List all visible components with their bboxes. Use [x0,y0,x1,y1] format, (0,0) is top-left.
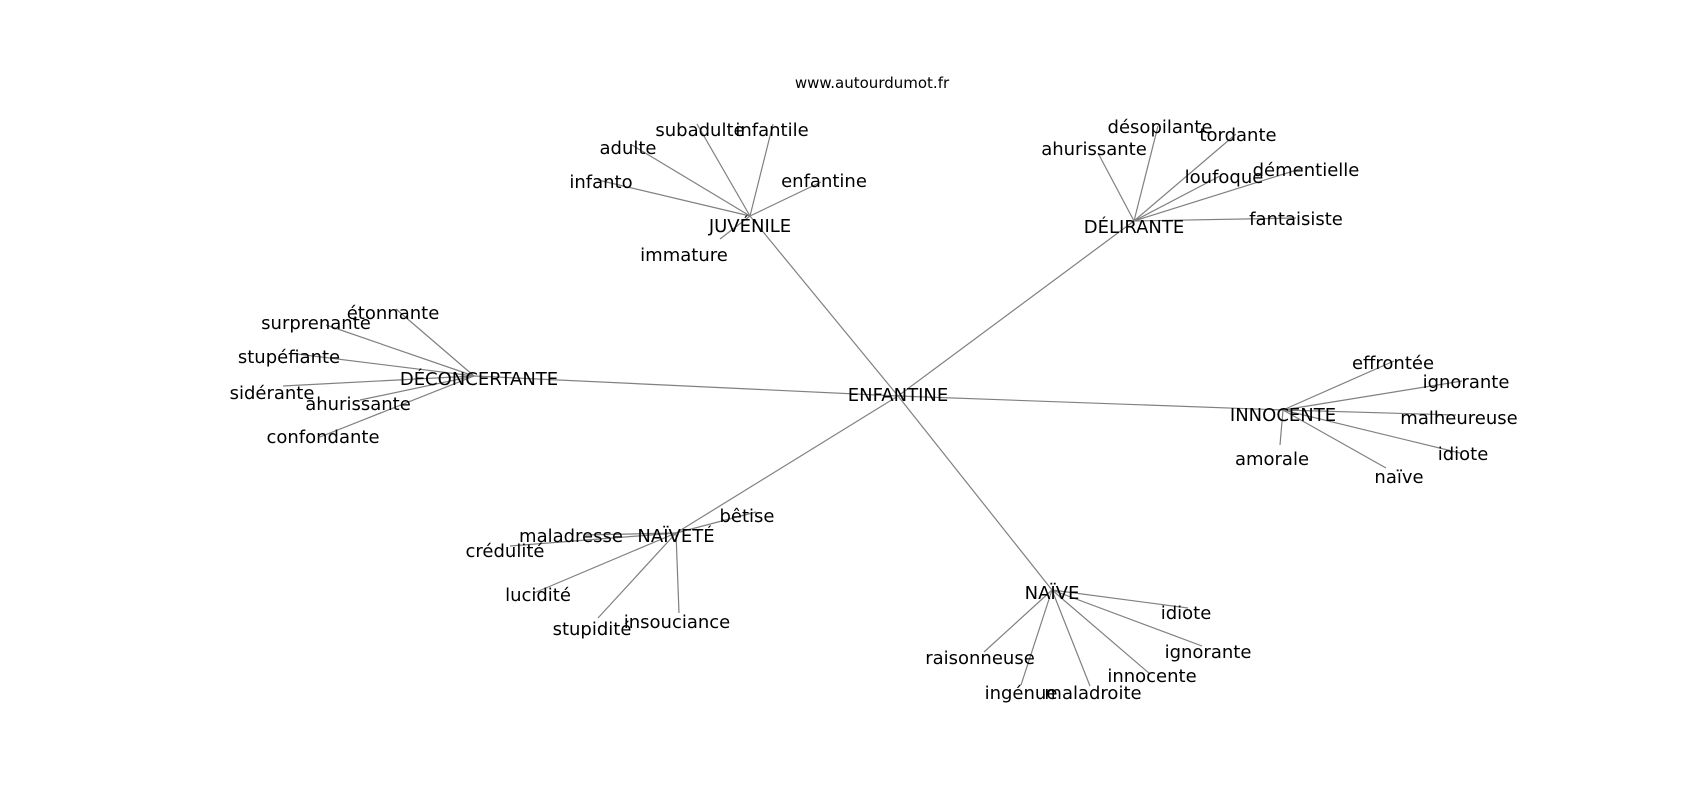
edge-hub-to-word [675,532,680,614]
edge-hub-to-word [983,589,1053,653]
edge-hub-to-word [509,532,677,547]
word-node-label: crédulité [466,541,545,562]
word-node-label: fantaisiste [1249,209,1343,230]
center-node-label: ENFANTINE [848,385,948,406]
word-node-label: ahurissante [305,394,411,415]
edge-center-to-hub [749,215,899,397]
edge-hub-to-word [749,123,774,217]
edge-hub-to-word [325,324,475,377]
word-node-label: effrontée [1352,353,1434,374]
edge-center-to-hub [897,395,1284,411]
word-node-label: maladresse [519,526,623,547]
edge-hub-to-word [1282,409,1387,469]
word-node-label: insouciance [624,612,731,633]
edge-hub-to-word [1051,589,1203,647]
edge-hub-to-word [583,532,677,536]
edge-hub-to-word [319,375,475,438]
edge-hub-to-word [1097,152,1135,222]
word-node-label: malheureuse [1400,408,1517,429]
edge-center-to-hub [473,375,899,397]
hub-node-label: NAÏVE [1025,583,1080,604]
word-node-label: démentielle [1253,160,1360,181]
hub-node-label: NAÏVETÉ [637,525,714,547]
word-node-label: stupidité [553,619,632,640]
word-node-label: amorale [1235,449,1309,470]
edge-hub-to-word [696,123,751,217]
word-node-label: confondante [266,427,379,448]
hub-node-label: JUVÉNILE [708,215,791,237]
hub-node-label: DÉLIRANTE [1084,216,1185,238]
edge-hub-to-word [1133,125,1159,222]
edge-center-to-hub [897,395,1053,591]
word-node-label: ignorante [1423,372,1510,393]
word-node-label: désopilante [1108,117,1213,138]
edge-hub-to-word [1020,589,1053,686]
edge-hub-to-word [749,181,822,217]
word-node-label: stupéfiante [238,347,340,368]
edge-hub-to-word [675,511,757,534]
edge-hub-to-word [1279,409,1284,446]
word-node-label: idiote [1161,603,1212,624]
edge-hub-to-word [1282,360,1395,411]
edge-hub-to-word [1133,217,1297,222]
word-node-label: infantile [735,120,808,141]
word-node-label: naïve [1374,467,1423,488]
word-node-label: ignorante [1165,642,1252,663]
word-node-label: ahurissante [1041,139,1147,160]
word-node-label: étonnante [347,303,440,324]
word-node-label: adulte [600,138,657,159]
hub-node-label: DÉCONCERTANTE [400,368,558,390]
edge-hub-to-word [597,179,751,217]
word-node-label: loufoque [1185,167,1264,188]
edge-hub-to-word [1133,167,1304,222]
edge-hub-to-word [1133,175,1221,222]
edge-hub-to-word [1282,380,1463,411]
word-node-label: maladroite [1044,683,1141,704]
word-node-label: subadulte [655,120,744,141]
word-node-label: raisonneuse [925,648,1035,669]
edge-hub-to-word [719,215,751,240]
edge-hub-to-word [1051,589,1091,687]
edge-hub-to-word [1133,133,1237,222]
edge-center-to-hub [675,395,899,534]
hub-node-label: INNOCENTE [1230,405,1336,426]
edge-hub-to-word [631,144,751,217]
edge-hub-to-word [359,375,475,401]
edge-layer [282,123,1463,687]
word-node-label: idiote [1438,444,1489,465]
word-node-label: surprenante [261,313,371,334]
word-node-label: immature [640,245,728,266]
edge-hub-to-word [1282,409,1461,454]
edge-hub-to-word [1282,409,1457,416]
edge-hub-to-word [1051,589,1189,609]
word-node-label: ingénue [985,683,1058,704]
word-node-label: infanto [569,172,632,193]
word-node-label: lucidité [505,585,571,606]
word-node-label: innocente [1107,666,1196,687]
word-node-label: bêtise [719,506,774,527]
edge-hub-to-word [282,375,475,387]
source-url: www.autourdumot.fr [795,74,950,92]
word-node-label: enfantine [781,171,867,192]
edge-hub-to-word [1051,589,1151,675]
edge-hub-to-word [597,532,677,619]
edge-hub-to-word [395,308,475,377]
word-node-label: sidérante [230,383,315,404]
edge-hub-to-word [533,532,677,594]
word-node-label: tordante [1199,125,1276,146]
edge-center-to-hub [897,220,1135,397]
edge-hub-to-word [296,353,475,377]
